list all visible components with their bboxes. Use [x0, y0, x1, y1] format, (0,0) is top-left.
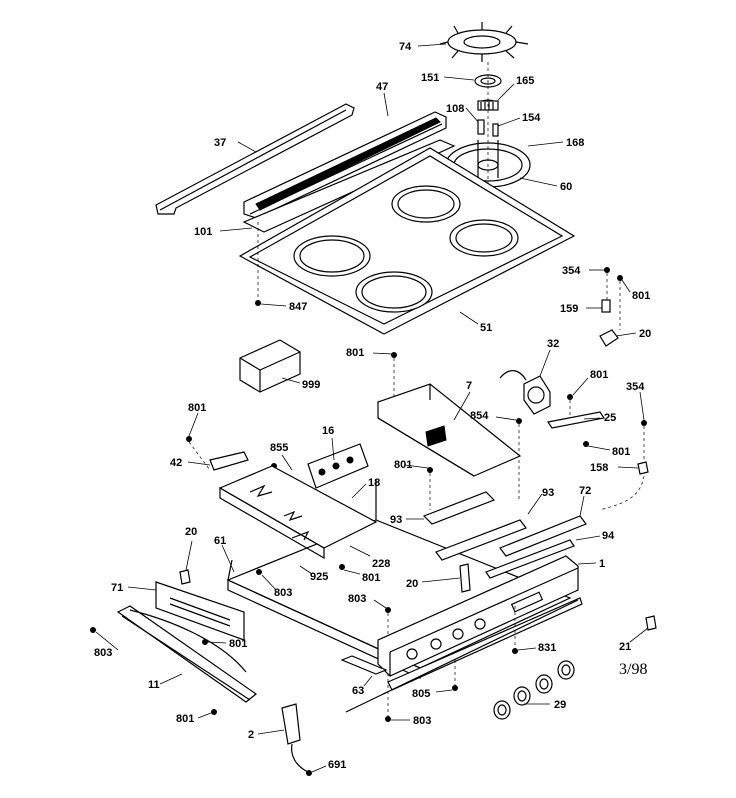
callout-801-right-lower: 801 [612, 446, 630, 458]
callout-108: 108 [446, 103, 464, 115]
callout-801-bottom-left: 801 [176, 713, 194, 725]
burner-tube-part-93 [406, 491, 601, 579]
callout-354-lower: 354 [626, 381, 645, 393]
callout-803-center: 803 [348, 593, 366, 605]
callout-2: 2 [248, 729, 254, 741]
callout-805: 805 [412, 688, 430, 700]
trim-part-11 [116, 605, 258, 703]
callout-354-upper: 354 [562, 265, 581, 277]
callout-63: 63 [352, 685, 364, 697]
callout-101: 101 [194, 226, 212, 238]
screw-803-center [373, 599, 410, 722]
callout-165: 165 [516, 75, 534, 87]
burner-cap-part-165 [477, 83, 515, 111]
bracket-part-25 [495, 377, 611, 500]
screw-part-108 [465, 107, 485, 135]
callout-29: 29 [554, 699, 566, 711]
callout-855: 855 [270, 442, 288, 454]
diagram-date-mark: 3/98 [619, 661, 647, 678]
parts-box-part-999 [239, 339, 301, 393]
callout-71: 71 [111, 582, 123, 594]
callout-18: 18 [368, 477, 380, 489]
callout-847: 847 [289, 301, 307, 313]
motor-part-32 [499, 349, 551, 415]
callout-16: 16 [322, 425, 334, 437]
callout-801-center: 801 [346, 347, 364, 359]
callout-32: 32 [547, 338, 559, 350]
screws-lower-center [256, 564, 361, 591]
screw-part-154 [492, 117, 521, 137]
hardware-right-lower [599, 391, 649, 511]
cooktop-back-part-101 [219, 139, 456, 233]
callout-801-right: 801 [590, 369, 608, 381]
burner-grate-part-74 [417, 22, 529, 62]
callout-93-right: 93 [542, 487, 554, 499]
callout-154: 154 [522, 112, 541, 124]
screw-801-mid [404, 464, 433, 510]
callout-228: 228 [372, 558, 390, 570]
callout-25: 25 [604, 412, 616, 424]
callout-72: 72 [579, 485, 591, 497]
screws-panel [435, 606, 537, 693]
callout-801-upper-right: 801 [632, 290, 650, 302]
screw-part-847 [255, 222, 287, 307]
callout-803-bottom: 803 [413, 715, 431, 727]
callout-20-left: 20 [185, 526, 197, 538]
knob-part-29 [493, 660, 575, 720]
callout-51: 51 [480, 322, 492, 334]
callout-11: 11 [148, 679, 160, 691]
callout-158: 158 [590, 462, 608, 474]
hardware-right-upper [586, 267, 637, 347]
callout-803-left-center: 803 [274, 587, 292, 599]
leg-bracket-part-2 [257, 703, 327, 776]
callout-7: 7 [466, 380, 472, 392]
callout-999: 999 [302, 379, 320, 391]
callout-42: 42 [170, 457, 182, 469]
clip-part-21 [629, 615, 657, 643]
bracket-part-20-lower [421, 563, 471, 593]
burner-ring-part-151 [443, 74, 502, 88]
callout-94: 94 [602, 530, 615, 542]
callout-168: 168 [566, 137, 584, 149]
callout-801-lower-left: 801 [229, 638, 247, 650]
backguard-part-47 [243, 92, 447, 219]
trim-part-37 [155, 103, 355, 215]
manifold-part-7 [377, 383, 522, 477]
callout-151: 151 [421, 72, 439, 84]
callout-1: 1 [599, 558, 605, 570]
callout-925: 925 [310, 571, 328, 583]
callout-47: 47 [376, 81, 388, 93]
valve-part-16 [271, 437, 369, 489]
callout-159: 159 [560, 303, 578, 315]
callout-20-upper: 20 [639, 328, 651, 340]
callout-801-mid: 801 [394, 459, 412, 471]
callout-801-left: 801 [188, 402, 206, 414]
callout-854: 854 [470, 410, 489, 422]
callout-60: 60 [560, 181, 572, 193]
callout-37: 37 [214, 137, 226, 149]
callout-21: 21 [619, 641, 631, 653]
heat-shield-part-228 [218, 465, 378, 560]
bracket-part-71 [127, 540, 245, 641]
rail-part-63 [340, 655, 388, 687]
cooktop-part-51 [238, 147, 576, 335]
callout-74: 74 [399, 41, 412, 53]
callout-20-lower-center: 20 [406, 578, 418, 590]
callout-803-far-left: 803 [94, 647, 112, 659]
screws-left [90, 627, 227, 719]
callout-691: 691 [328, 759, 346, 771]
callout-93-left: 93 [390, 514, 402, 526]
callout-801-lower-center: 801 [362, 572, 380, 584]
callout-labels: 74 151 165 108 154 168 60 47 37 101 847 … [94, 41, 651, 771]
callout-61: 61 [214, 535, 226, 547]
callout-831: 831 [538, 642, 556, 654]
bracket-part-42 [186, 412, 249, 471]
